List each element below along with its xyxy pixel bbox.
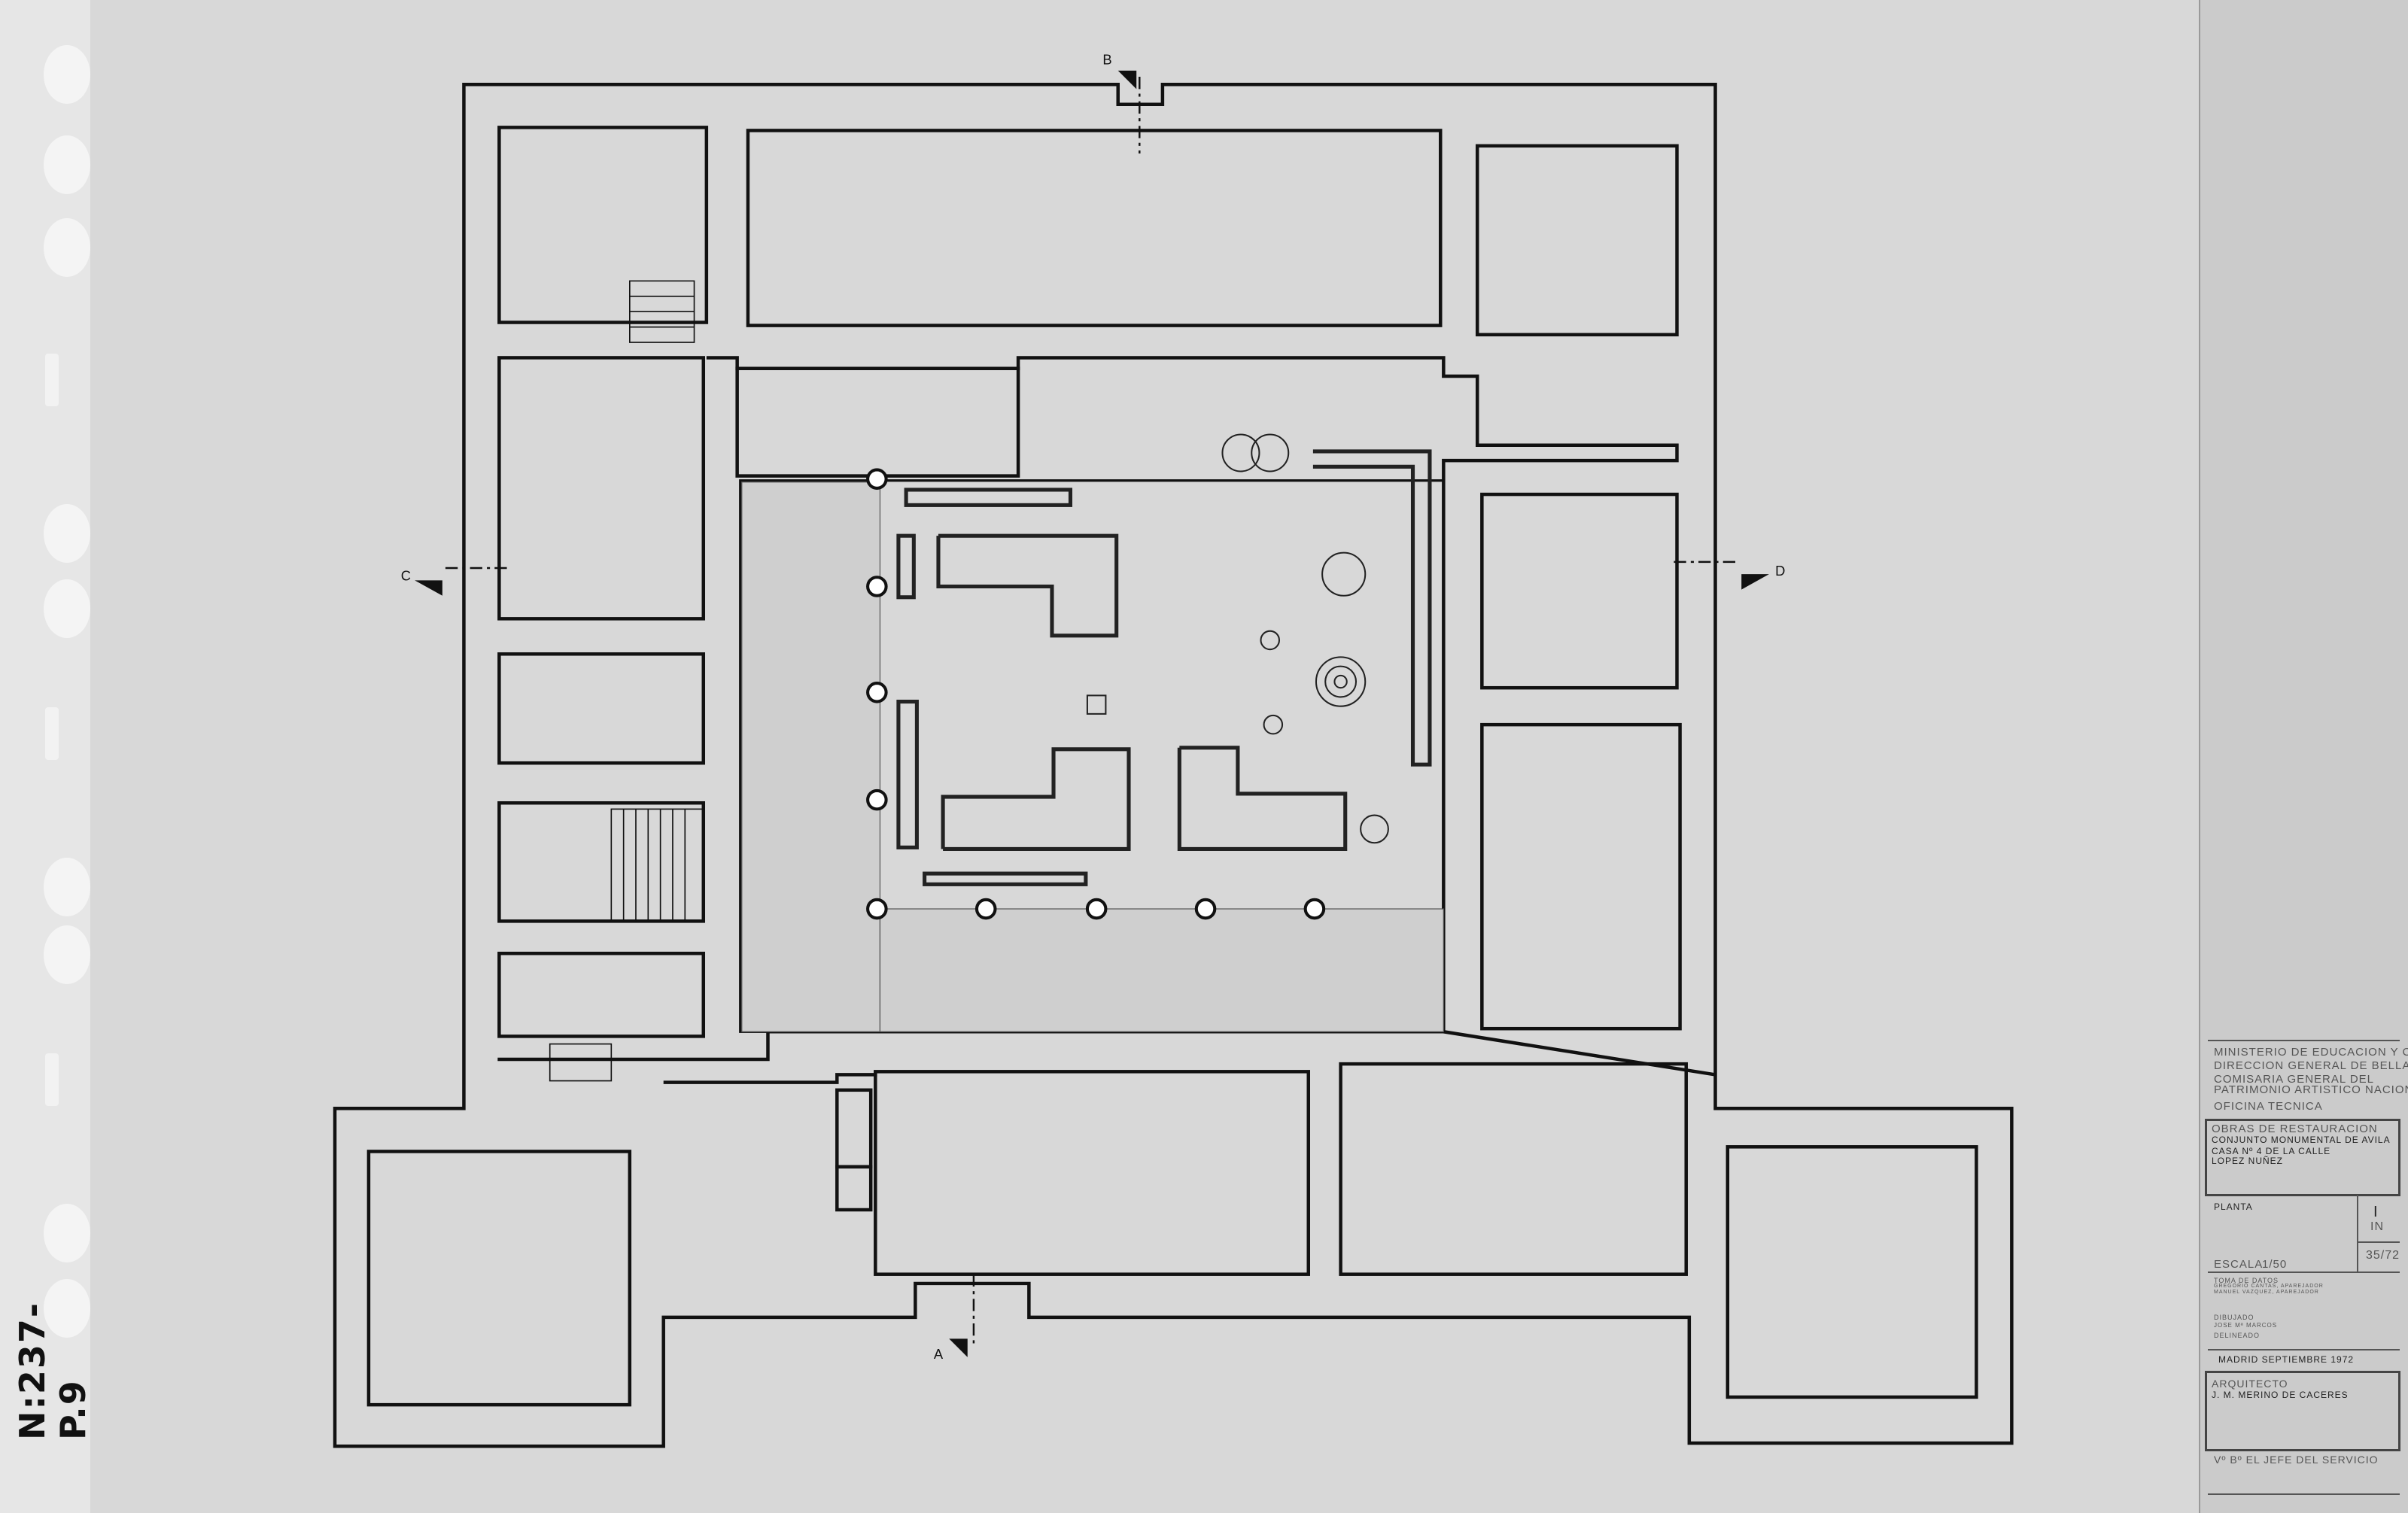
divider (2208, 1271, 2400, 1273)
project-line-2: CASA Nº 4 DE LA CALLE (2212, 1146, 2331, 1156)
section-mark-b: B (1102, 52, 1111, 68)
room (497, 356, 706, 621)
reference-number: 35/72 (2366, 1249, 2400, 1262)
punch-hole (44, 135, 90, 194)
inner-corridor-wall (706, 356, 1716, 1077)
scale-label: ESCALA (2214, 1258, 2264, 1271)
room (366, 1150, 632, 1407)
fountain (1315, 656, 1367, 707)
place-date: MADRID SEPTIEMBRE 1972 (2218, 1354, 2355, 1365)
outer-wall (333, 82, 2014, 1448)
direction: DIRECCION GENERAL DE BELLAS ARTES (2214, 1059, 2408, 1072)
punched-margin-strip: N:237-P.9 (0, 0, 93, 1513)
punch-hole (44, 858, 90, 916)
office: OFICINA TECNICA (2214, 1100, 2323, 1113)
room (1725, 1145, 1978, 1399)
divider (2357, 1241, 2400, 1243)
architect-box: ARQUITECTO J. M. MERINO DE CACERES (2205, 1371, 2400, 1451)
room (1475, 144, 1679, 337)
columns (866, 468, 1326, 920)
punch-hole (44, 579, 90, 638)
section-mark-d: D (1775, 563, 1785, 579)
room (835, 1088, 873, 1169)
section-mark-a: A (934, 1346, 944, 1362)
punch-hole (44, 218, 90, 277)
delineated-label: DELINEADO (2214, 1332, 2261, 1339)
room (1480, 722, 1682, 1031)
project-line-1: CONJUNTO MONUMENTAL DE AVILA (2212, 1135, 2391, 1145)
drawn-label: DIBUJADO (2214, 1314, 2254, 1321)
architect-name: J. M. MERINO DE CACERES (2212, 1390, 2349, 1400)
commission-line-2: PATRIMONIO ARTISTICO NACIONAL (2214, 1083, 2408, 1096)
room (497, 652, 706, 765)
punch-hole (44, 1279, 90, 1338)
data-line-2: MANUEL VAZQUEZ, APAREJADOR (2214, 1290, 2319, 1295)
project-box: OBRAS DE RESTAURACION CONJUNTO MONUMENTA… (2205, 1119, 2400, 1196)
divider (2357, 1195, 2358, 1271)
room (497, 951, 706, 1038)
punch-hole (44, 504, 90, 563)
divider (2208, 1040, 2400, 1041)
scale-value: 1/50 (2262, 1258, 2288, 1271)
punch-hole (44, 45, 90, 104)
approval-label: Vº Bº EL JEFE DEL SERVICIO (2214, 1454, 2379, 1466)
section-lines (445, 77, 1736, 1348)
punch-hole (44, 925, 90, 984)
drawing-title: PLANTA (2214, 1202, 2253, 1212)
data-label: TOMA DE DATOS (2214, 1277, 2279, 1284)
punch-slot (45, 354, 59, 406)
title-block: MINISTERIO DE EDUCACION Y CIENCIA DIRECC… (2199, 0, 2408, 1513)
commission-line-1: COMISARIA GENERAL DEL (2214, 1073, 2374, 1086)
architect-label: ARQUITECTO (2212, 1378, 2288, 1390)
punch-hole (44, 1204, 90, 1262)
planters (896, 449, 1432, 886)
punch-slot (45, 1053, 59, 1106)
works: OBRAS DE RESTAURACION (2212, 1123, 2378, 1135)
room (735, 366, 1020, 478)
divider (2208, 1493, 2400, 1495)
room (1480, 492, 1679, 690)
stairs (549, 280, 704, 1082)
room (497, 126, 709, 324)
divider (2208, 1349, 2400, 1350)
punch-slot (45, 707, 59, 760)
room (746, 129, 1443, 327)
rooms (366, 126, 1978, 1407)
room (1339, 1062, 1688, 1276)
data-line-1: GREGORIO CANTAS, APAREJADOR (2214, 1284, 2324, 1289)
ministry: MINISTERIO DE EDUCACION Y CIENCIA (2214, 1046, 2408, 1059)
drawn-by: JOSE Mª MARCOS (2214, 1322, 2278, 1329)
courtyard-features (1086, 433, 1389, 844)
project-line-3: LOPEZ NUÑEZ (2212, 1156, 2284, 1166)
room (874, 1070, 1311, 1276)
sheet-code: IN (2370, 1220, 2384, 1233)
section-mark-c: C (401, 567, 411, 583)
sheet-number: I (2373, 1204, 2379, 1220)
inner-corridor-wall (663, 1071, 877, 1084)
room (835, 1165, 873, 1212)
paving (741, 482, 1444, 1032)
